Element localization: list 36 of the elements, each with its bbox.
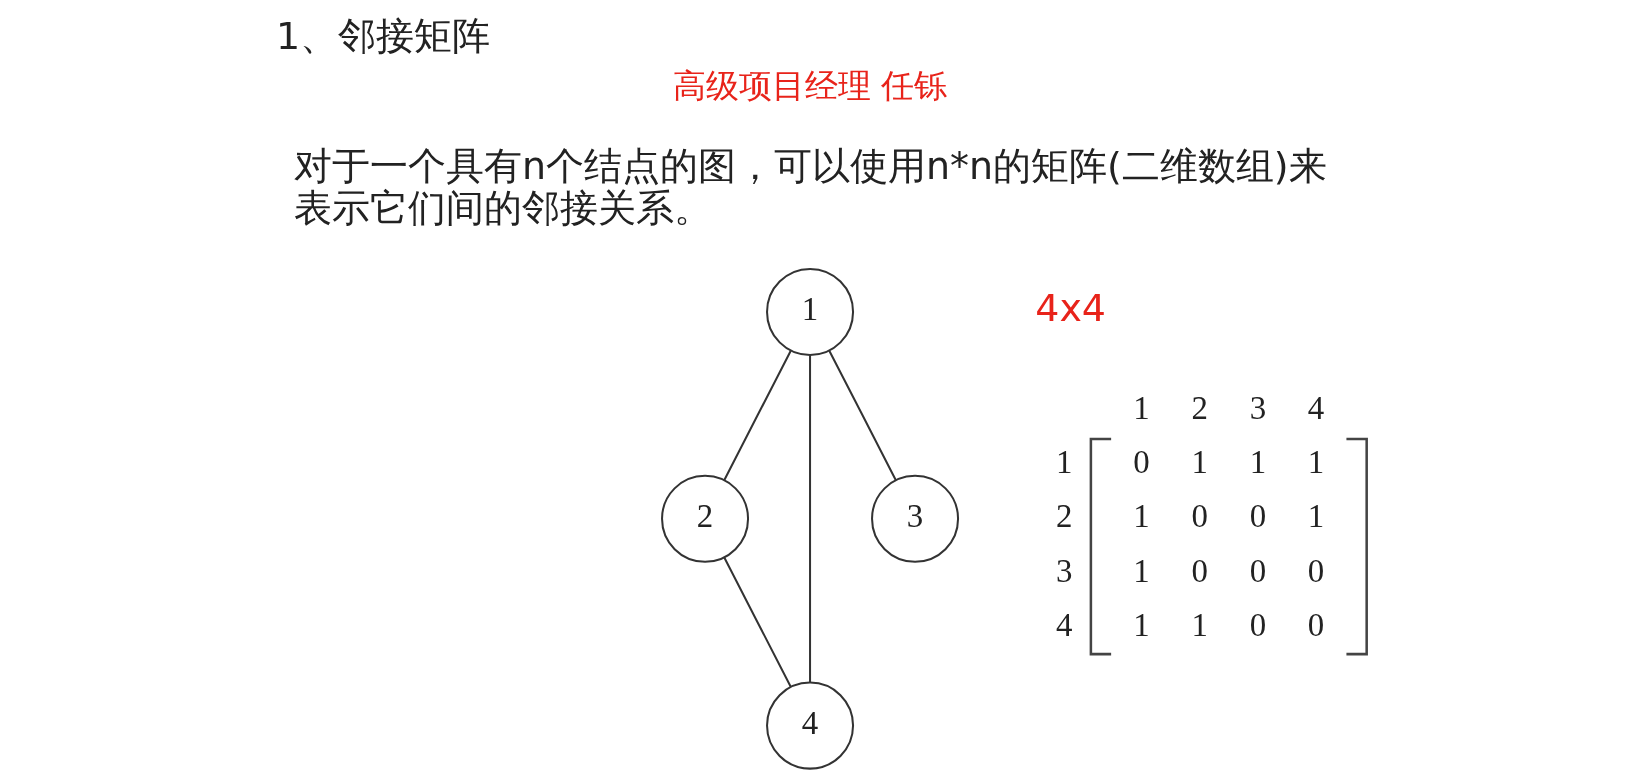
label: 1 xyxy=(1191,607,1208,644)
label: 对于一个具有n个结点的图，可以使用n*n的矩阵(二维数组)来表示它们间的邻接关系。 xyxy=(293,144,1327,230)
label: 0 xyxy=(1191,498,1208,535)
label: 4 xyxy=(1307,389,1325,426)
connector xyxy=(723,350,792,481)
label: 3 xyxy=(1249,389,1267,426)
label: 0 xyxy=(1191,552,1208,589)
label: 4x4 xyxy=(1035,286,1107,331)
connector xyxy=(828,350,897,481)
label: 0 xyxy=(1307,607,1325,644)
label: 2 xyxy=(1056,498,1073,535)
connector xyxy=(723,557,792,688)
diagram-title: 1、邻接矩阵 xyxy=(276,13,491,58)
label: 0 xyxy=(1307,552,1325,589)
label: 1 xyxy=(1133,498,1150,535)
label: 4 xyxy=(1056,607,1073,644)
label: 1 xyxy=(1133,552,1150,589)
label: 2 xyxy=(1191,389,1208,426)
node-circle: 1 xyxy=(766,267,855,356)
label: 0 xyxy=(1249,607,1267,644)
label: 高级项目经理 任铄 xyxy=(672,65,948,105)
label: 1 xyxy=(1307,498,1325,535)
node-circle: 3 xyxy=(871,474,960,563)
label: 1 xyxy=(1249,443,1267,480)
label: 0 xyxy=(1133,443,1150,480)
label: 1 xyxy=(1056,443,1073,480)
node-circle: 4 xyxy=(766,681,855,770)
label: 0 xyxy=(1249,552,1267,589)
node-circle: 2 xyxy=(661,474,750,563)
label: 1 xyxy=(1133,607,1150,644)
label: 1 xyxy=(1133,389,1150,426)
label: 3 xyxy=(1056,552,1073,589)
label: 0 xyxy=(1249,498,1267,535)
connector xyxy=(809,355,812,683)
label: 1 xyxy=(1191,443,1208,480)
label: 1 xyxy=(1307,443,1325,480)
